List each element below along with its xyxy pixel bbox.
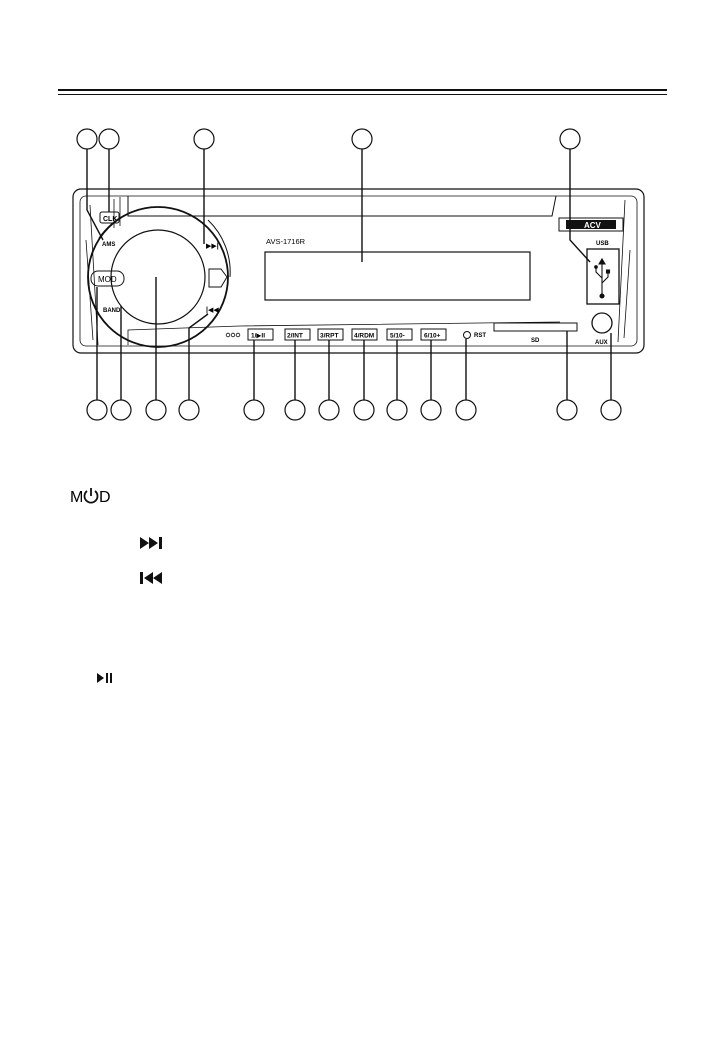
mod-label: MOD — [98, 275, 117, 284]
callout-circle — [318, 399, 340, 421]
callout-circle — [353, 399, 375, 421]
sd-label: SD — [531, 338, 540, 344]
callout-circle — [455, 399, 477, 421]
aux-jack — [591, 312, 613, 334]
mod-legend-m: M — [70, 489, 83, 505]
next-track-icon — [140, 536, 166, 554]
leader-line — [188, 313, 209, 400]
header-rule-bottom — [58, 94, 667, 95]
next-label: ▶▶| — [206, 243, 219, 250]
prev-label: |◀◀ — [206, 307, 219, 314]
sd-slot — [493, 322, 578, 332]
rst-label: RST — [474, 333, 486, 339]
usb-symbol-icon — [594, 257, 611, 299]
usb-label: USB — [596, 241, 609, 247]
leader-line — [569, 149, 591, 263]
preset-button-5 — [386, 328, 413, 341]
callout-circle — [193, 128, 215, 150]
knob-outer-ring — [87, 206, 229, 348]
usb-port — [586, 248, 620, 305]
callout-circle — [600, 399, 622, 421]
disc-slot — [127, 195, 557, 217]
preset-button-2 — [284, 328, 311, 341]
band-label: BAND — [103, 308, 121, 314]
callout-circle — [284, 399, 306, 421]
callout-circle — [98, 128, 120, 150]
power-icon — [83, 488, 99, 504]
reset-button — [463, 331, 471, 339]
preset-label-1: 1/▶II — [251, 333, 265, 340]
preset-label-5: 5/10- — [390, 333, 405, 340]
callout-circle — [386, 399, 408, 421]
front-panel-diagram: CLK AMS MOD BAND ▶▶| |◀◀ AVS-1716R ACV U… — [72, 128, 645, 421]
brand-logo — [566, 220, 616, 229]
brand-logo-frame — [558, 217, 624, 232]
mod-button — [90, 270, 125, 287]
callout-circle — [243, 399, 265, 421]
callout-circle — [178, 399, 200, 421]
preset-button-3 — [317, 328, 344, 341]
preset-label-2: 2/INT — [287, 333, 303, 340]
aux-label: AUX — [595, 340, 608, 346]
header-rule-top — [58, 89, 667, 91]
faceplate-outer — [72, 188, 645, 354]
callout-circle — [145, 399, 167, 421]
callout-circle — [559, 128, 581, 150]
leader-line — [86, 149, 104, 241]
callout-circle — [86, 399, 108, 421]
preset-label-4: 4/RDM — [354, 333, 374, 340]
brand-text: ACV — [584, 221, 602, 230]
mod-legend-d: D — [99, 489, 111, 505]
play-pause-icon — [97, 670, 113, 688]
preset-indicator-icon — [225, 332, 241, 338]
preset-label-6: 6/10+ — [424, 333, 441, 340]
preset-button-6 — [420, 328, 447, 341]
callout-circle — [420, 399, 442, 421]
preset-label-3: 3/RPT — [320, 333, 338, 340]
lcd-display — [264, 251, 531, 301]
model-label: AVS-1716R — [266, 237, 306, 246]
previous-track-icon — [140, 571, 166, 589]
faceplate-inner — [79, 195, 638, 347]
callout-circle — [76, 128, 98, 150]
volume-knob — [110, 229, 206, 325]
ams-label: AMS — [102, 242, 115, 248]
right-arrow-button — [208, 268, 228, 288]
mod-legend: M D — [70, 487, 120, 510]
clk-label: CLK — [103, 216, 117, 223]
callout-circle — [351, 128, 373, 150]
callout-circle — [556, 399, 578, 421]
preset-button-1 — [247, 328, 274, 341]
callout-circle — [110, 399, 132, 421]
